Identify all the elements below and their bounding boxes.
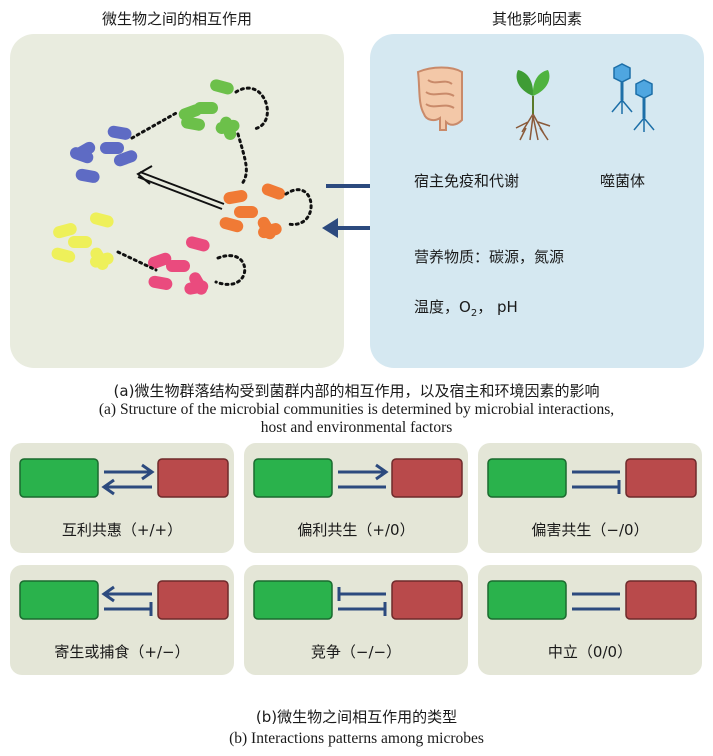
neutralism-symbol [487,580,697,620]
label-parasitism: 寄生或捕食（+/−） [54,643,190,661]
organism-a-box [19,458,99,498]
oxygen-subscript: 2 [470,308,478,319]
organism-a-box [253,580,333,620]
blue-microbe-cluster [70,125,138,183]
caption-b-chinese: (b)微生物之间相互作用的类型 [255,708,458,726]
factor-env-suffix: ， pH [477,298,518,316]
left-panel-heading: 微生物之间的相互作用 [101,10,252,28]
factor-env-prefix: 温度，O [414,298,471,316]
tile-amensalism: 偏害共生（−/0） [478,443,702,553]
competition-symbol [253,580,463,620]
factor-nutrients: 营养物质：碳源，氮源 [414,248,565,266]
organism-b-box [157,580,229,620]
factor-temperature-oxygen-ph: 温度，O2， pH [414,296,518,319]
tile-parasitism: 寄生或捕食（+/−） [10,565,234,675]
label-mutualism: 互利共惠（+/+） [61,521,183,539]
organism-a-box [253,458,333,498]
label-commensalism: 偏利共生（+/0） [297,521,415,539]
organism-a-box [19,580,99,620]
mutualism-symbol [19,458,229,498]
intestine-icon [416,66,463,131]
caption-a-english-line2: host and environmental factors [260,419,453,436]
label-competition: 竞争（−/−） [310,643,402,661]
tile-commensalism: 偏利共生（+/0） [244,443,468,553]
tile-neutralism: 中立（0/0） [478,565,702,675]
double-arrow-blue-orange [136,165,225,210]
tile-mutualism: 互利共惠（+/+） [10,443,234,553]
factor-phage: 噬菌体 [600,172,646,190]
orange-microbe-cluster [219,183,286,240]
right-panel-heading: 其他影响因素 [491,10,582,28]
label-amensalism: 偏害共生（−/0） [531,521,649,539]
caption-a-english-line1: (a) Structure of the microbial communiti… [98,401,615,418]
organism-b-box [391,458,463,498]
bacteriophage-icon [611,63,655,132]
other-factors-panel: 宿主免疫和代谢 噬菌体 营养物质：碳源，氮源 温度，O2， pH [370,34,704,368]
pink-microbe-cluster [148,236,210,295]
organism-a-box [487,458,567,498]
caption-b-english: (b) Interactions patterns among microbes [229,730,484,747]
organism-b-box [625,580,697,620]
yellow-microbe-cluster [51,212,114,270]
organism-b-box [391,580,463,620]
microbe-clusters-diagram [51,79,313,295]
tile-competition: 竞争（−/−） [244,565,468,675]
label-neutralism: 中立（0/0） [547,643,633,661]
caption-a-chinese: (a)微生物群落结构受到菌群内部的相互作用，以及宿主和环境因素的影响 [113,382,600,400]
organism-b-box [157,458,229,498]
commensalism-symbol [253,458,463,498]
green-microbe-cluster [178,79,240,140]
parasitism-symbol [19,580,229,620]
microbial-interactions-panel [10,34,344,368]
factor-host-immunity-metabolism: 宿主免疫和代谢 [414,172,520,190]
amensalism-symbol [487,458,697,498]
dotted-interaction-links [116,86,313,286]
organism-a-box [487,580,567,620]
plant-icon [515,70,551,141]
organism-b-box [625,458,697,498]
